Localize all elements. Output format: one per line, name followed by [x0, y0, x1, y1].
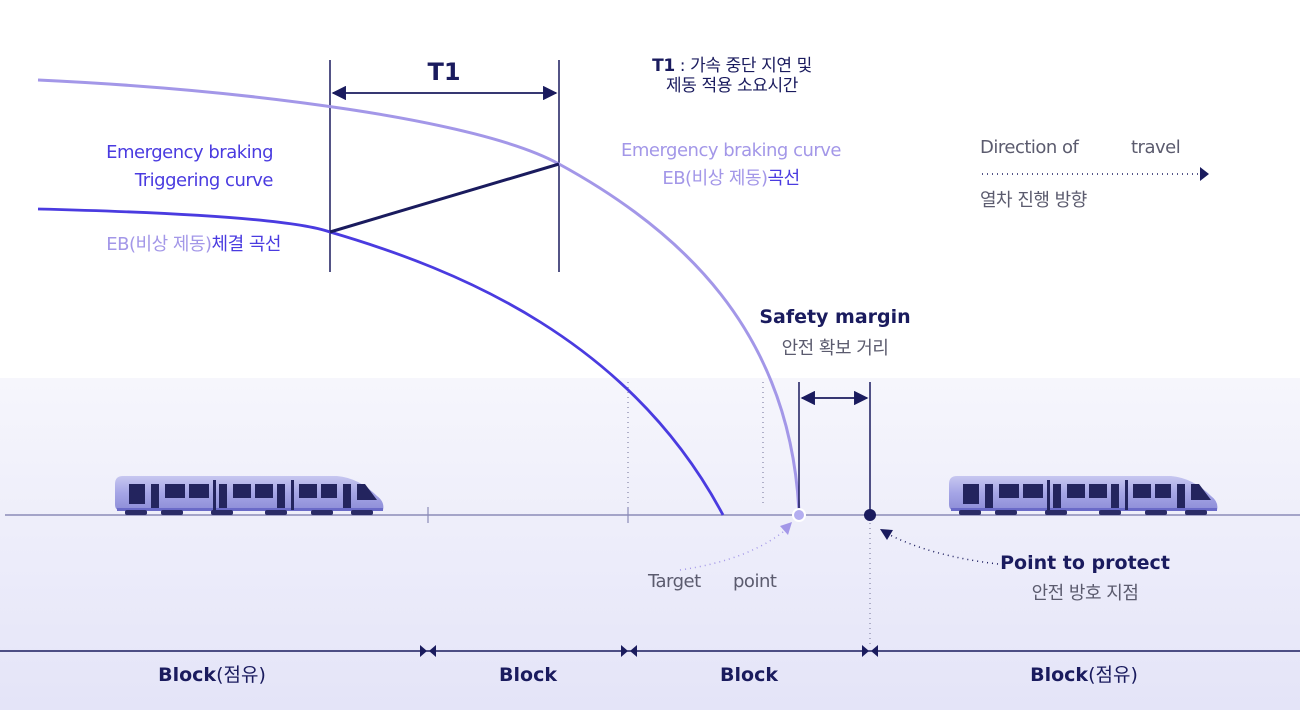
- direction-word2: travel: [1131, 137, 1181, 158]
- triggering-label-line1: Emergency braking: [106, 142, 273, 163]
- triggering-curve-label: Emergency braking Triggering curve: [106, 139, 273, 195]
- safety-margin-korean: 안전 확보 거리: [781, 338, 889, 359]
- train-icon: [949, 476, 1218, 515]
- target-label-word1: Target: [648, 571, 701, 592]
- train-icon: [115, 476, 384, 515]
- point-to-protect-marker: [864, 509, 876, 521]
- direction-word1: Direction of: [980, 137, 1079, 158]
- block-boundary-marker: [420, 645, 878, 657]
- t1-connector: [329, 162, 560, 234]
- block-1-ko: (점유): [216, 664, 266, 686]
- block-4-label: Block(점유): [1030, 664, 1138, 687]
- eb-curve-light: EB(비상 제동): [662, 168, 768, 189]
- emergency-braking-curve-label: Emergency braking curve EB(비상 제동)곡선: [620, 137, 842, 193]
- block-1-en: Block: [158, 664, 217, 686]
- t1-desc-line1: : 가속 중단 지연 및: [674, 56, 812, 76]
- target-label-word2: point: [733, 571, 777, 592]
- block-1-label: Block(점유): [158, 664, 266, 687]
- protect-arrow-icon: [880, 529, 893, 540]
- safety-margin-label: Safety margin: [759, 306, 911, 328]
- block-4-ko: (점유): [1088, 664, 1138, 686]
- eb-curve-line1: Emergency braking curve: [620, 140, 842, 161]
- t1-desc-line2: 제동 적용 소요시간: [666, 76, 798, 97]
- eb-curve-dark: 곡선: [767, 168, 801, 189]
- point-to-protect-label: Point to protect: [1000, 552, 1170, 574]
- track-band: [0, 378, 1300, 710]
- t1-label: T1: [427, 58, 461, 86]
- block-2-label: Block: [499, 664, 557, 686]
- eb-engagement-curve-label: EB(비상 제동)체결 곡선: [106, 234, 281, 256]
- arrow-right-icon: [1200, 167, 1209, 181]
- block-3-label: Block: [720, 664, 778, 686]
- eb-engagement-light: EB(비상 제동): [106, 234, 212, 255]
- t1-desc-key: T1: [652, 56, 675, 76]
- point-to-protect-korean: 안전 방호 지점: [1031, 583, 1139, 604]
- triggering-curve: [37, 207, 725, 516]
- t1-description: T1 : 가속 중단 지연 및 제동 적용 소요시간: [652, 56, 812, 97]
- eb-engagement-dark: 체결 곡선: [211, 234, 282, 255]
- protect-point-pointer: [885, 532, 999, 565]
- direction-korean: 열차 진행 방향: [980, 190, 1087, 211]
- triggering-label-line2: Triggering curve: [134, 170, 274, 191]
- target-point-marker: [792, 508, 806, 522]
- target-arrow-icon: [780, 522, 792, 535]
- block-4-en: Block: [1030, 664, 1089, 686]
